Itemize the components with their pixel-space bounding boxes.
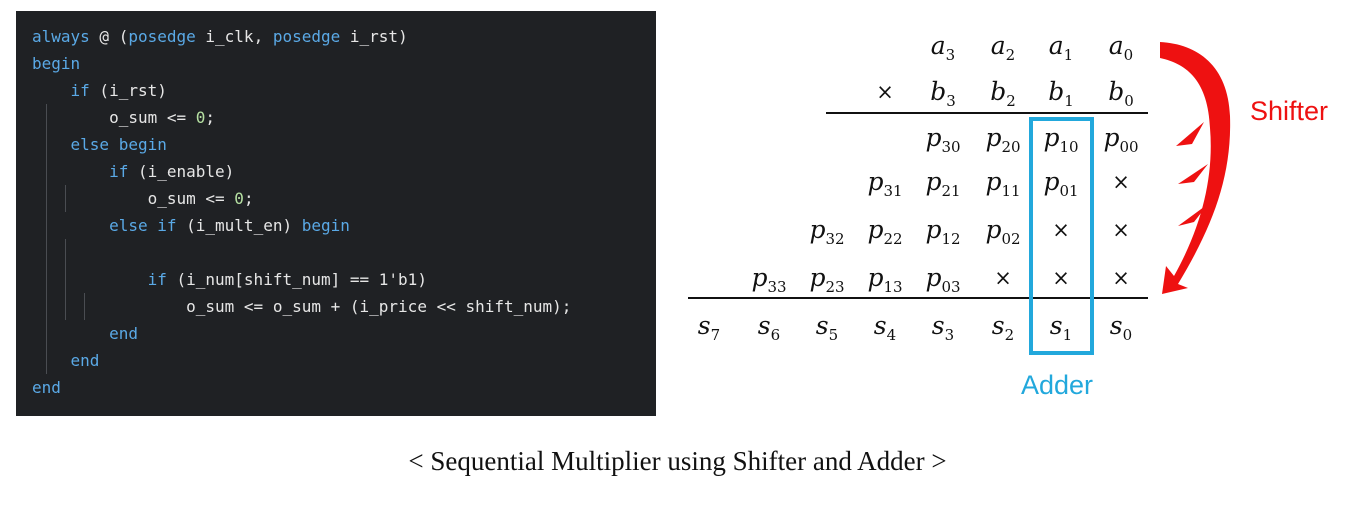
diagram-cell: p30 [925, 123, 961, 156]
code-token: i_rst) [340, 27, 408, 46]
diagram-cell: b3 [930, 77, 956, 110]
diagram-cell: p13 [867, 263, 903, 296]
diagram-cell: × [994, 266, 1012, 290]
code-token [32, 135, 71, 154]
diagram-cell: p02 [985, 215, 1021, 248]
diagram-cell: × [1112, 218, 1130, 242]
diagram-cell: p22 [867, 215, 903, 248]
code-token: @ ( [89, 27, 129, 46]
diagram-cell: p20 [985, 123, 1021, 156]
diagram-cell: p00 [1103, 123, 1139, 156]
shifter-arrow-icon [1160, 42, 1231, 294]
diagram-cell: a3 [930, 31, 956, 64]
sum-rule [688, 297, 1148, 299]
code-token: (i_num[shift_num] == 1'b1) [166, 270, 427, 289]
diagram-cell: a2 [990, 31, 1016, 64]
diagram-cell: × [1052, 218, 1070, 242]
code-token: (i_mult_en) [176, 216, 302, 235]
diagram-cell: p01 [1043, 167, 1079, 200]
code-line: o_sum <= 0; [32, 185, 254, 212]
code-line: if (i_num[shift_num] == 1'b1) [32, 266, 427, 293]
diagram-cell: s1 [1049, 311, 1073, 344]
adder-box [1029, 117, 1094, 355]
code-token: begin [32, 54, 81, 73]
indent-guide [45, 104, 47, 374]
code-token: (i_enable) [128, 162, 235, 181]
diagram-cell: × [1052, 266, 1070, 290]
code-token: if [70, 81, 90, 100]
code-token: else if [109, 216, 177, 235]
code-line: else if (i_mult_en) begin [32, 212, 350, 239]
diagram-cell: p23 [809, 263, 845, 296]
code-line: end [32, 320, 138, 347]
indent-guide [84, 293, 85, 320]
shifter-label: Shifter [1250, 96, 1329, 126]
diagram-cell: s4 [873, 311, 897, 344]
diagram-cell: p32 [809, 215, 845, 248]
indent-guide [64, 185, 66, 212]
diagram-cell: a1 [1048, 31, 1074, 64]
code-line: begin [32, 50, 80, 77]
diagram-cell: × [876, 80, 894, 104]
code-line: o_sum <= 0; [32, 104, 215, 131]
code-line: o_sum <= o_sum + (i_price << shift_num); [32, 293, 571, 320]
code-token: always [32, 27, 90, 46]
code-token: end [70, 351, 100, 370]
code-panel: always @ (posedge i_clk, posedge i_rst)b… [16, 11, 656, 416]
code-line: end [32, 347, 100, 374]
code-token [32, 270, 148, 289]
product-rule [826, 112, 1148, 114]
diagram-cell: s7 [697, 311, 721, 344]
code-token [32, 324, 109, 343]
code-token: (i_rst) [89, 81, 167, 100]
diagram-cell: × [1112, 170, 1130, 194]
code-token: if [147, 270, 167, 289]
adder-label: Adder [1021, 370, 1094, 400]
diagram-cell: b2 [990, 77, 1016, 110]
diagram-cell: × [1112, 266, 1130, 290]
code-token: if [109, 162, 129, 181]
code-token: o_sum <= [32, 108, 196, 127]
code-line: if (i_enable) [32, 158, 234, 185]
code-token [32, 351, 71, 370]
indent-guide [64, 239, 66, 320]
diagram-cell: a0 [1108, 31, 1134, 64]
diagram-cell: s2 [991, 311, 1015, 344]
diagram-cell: p33 [751, 263, 787, 296]
diagram-cell: s0 [1109, 311, 1133, 344]
code-token [32, 216, 109, 235]
figure-caption: < Sequential Multiplier using Shifter an… [408, 446, 947, 476]
code-token: i_clk, [195, 27, 273, 46]
code-line: always @ (posedge i_clk, posedge i_rst) [32, 23, 408, 50]
diagram-cell: p10 [1043, 123, 1079, 156]
code-token: ; [243, 189, 254, 208]
diagram-cell: p31 [867, 167, 903, 200]
diagram-cell: p12 [925, 215, 961, 248]
code-token: o_sum <= [32, 189, 235, 208]
code-token: end [32, 378, 61, 397]
diagram-cell: p03 [925, 263, 961, 296]
code-token: posedge [272, 27, 341, 46]
code-token [32, 162, 109, 181]
diagram-cell: b1 [1048, 77, 1074, 110]
code-token [32, 81, 71, 100]
code-line: end [32, 374, 61, 401]
diagram-cell: s3 [931, 311, 955, 344]
code-line: else begin [32, 131, 167, 158]
code-token: else begin [70, 135, 167, 154]
code-token: 0 [234, 189, 244, 208]
diagram-cell: p11 [985, 167, 1021, 200]
code-token: end [109, 324, 138, 343]
diagram-cell: p21 [925, 167, 961, 200]
code-token: posedge [128, 27, 196, 46]
diagram-cell: b0 [1108, 77, 1134, 110]
code-token: 0 [195, 108, 206, 127]
code-token: ; [205, 108, 216, 127]
code-line: if (i_rst) [32, 77, 167, 104]
diagram-cell: s6 [757, 311, 781, 344]
diagram-cell: s5 [815, 311, 839, 344]
code-token: begin [301, 216, 350, 235]
code-token: o_sum <= o_sum + (i_price << shift_num); [32, 297, 572, 316]
multiplier-diagram: a3 a2 a1 a0 × b3 b2 b1 b0 p30 p20 p10 p00 p31 p21 p11 p0… [670, 0, 1355, 430]
